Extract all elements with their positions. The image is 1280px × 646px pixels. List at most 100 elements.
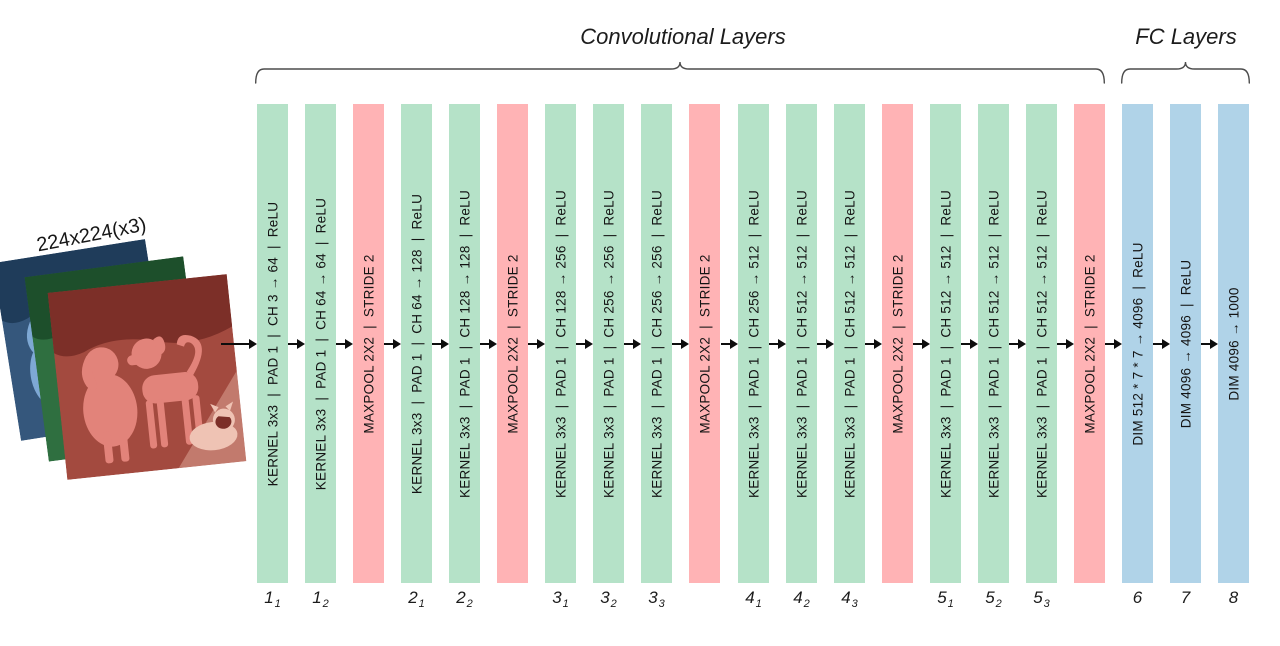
layer-index-number: 8 (1228, 588, 1239, 607)
layer-bar-32: KERNEL 3x3 | PAD 1 | CH 256 → 256 | ReLU (593, 104, 624, 583)
flow-arrow-icon (288, 338, 305, 349)
layer-bar-22: KERNEL 3x3 | PAD 1 | CH 128 → 128 | ReLU (449, 104, 480, 583)
layer-bar-text: DIM 4096 → 4096 | ReLU (1178, 259, 1193, 428)
layer-bar-text: KERNEL 3x3 | PAD 1 | CH 64 → 128 | ReLU (409, 193, 424, 494)
layer-index-subscript: 2 (322, 598, 329, 610)
layer-bar-7: DIM 4096 → 4096 | ReLU (1170, 104, 1201, 583)
layer-index-number: 3 (600, 588, 610, 607)
layer-bar-text: KERNEL 3x3 | PAD 1 | CH 512 → 512 | ReLU (794, 189, 809, 498)
layer-index-label: 31 (552, 588, 569, 610)
layer-index-label: 8 (1229, 588, 1238, 608)
layer-index-label: 41 (745, 588, 762, 610)
layer-bar-12: KERNEL 3x3 | PAD 1 | CH 64 → 64 | ReLU (305, 104, 336, 583)
layer-bar-text: KERNEL 3x3 | PAD 1 | CH 128 → 256 | ReLU (553, 189, 568, 498)
layer-index-subscript: 2 (466, 598, 473, 610)
layer-index-number: 1 (312, 588, 322, 607)
layer-bar-21: KERNEL 3x3 | PAD 1 | CH 64 → 128 | ReLU (401, 104, 432, 583)
flow-arrow-icon (528, 338, 545, 349)
layer-bar-text: KERNEL 3x3 | PAD 1 | CH 512 → 512 | ReLU (1034, 189, 1049, 498)
layer-index-label: 53 (1033, 588, 1050, 610)
layer-bar-33: KERNEL 3x3 | PAD 1 | CH 256 → 256 | ReLU (641, 104, 672, 583)
layer-bar-maxpool: MAXPOOL 2X2 | STRIDE 2 (353, 104, 384, 583)
layer-bar-11: KERNEL 3x3 | PAD 1 | CH 3 → 64 | ReLU (257, 104, 288, 583)
layer-index-subscript: 1 (418, 598, 425, 610)
layer-bar-text: KERNEL 3x3 | PAD 1 | CH 3 → 64 | ReLU (265, 201, 280, 486)
layer-bar-text: KERNEL 3x3 | PAD 1 | CH 512 → 512 | ReLU (842, 189, 857, 498)
flow-arrow-icon (336, 338, 353, 349)
layer-bar-text: KERNEL 3x3 | PAD 1 | CH 128 → 128 | ReLU (457, 189, 472, 498)
layer-index-label: 12 (312, 588, 329, 610)
layer-index-label: 43 (841, 588, 858, 610)
layer-index-subscript: 2 (995, 598, 1002, 610)
input-channel-red-image (47, 274, 247, 480)
layer-bar-maxpool: MAXPOOL 2X2 | STRIDE 2 (497, 104, 528, 583)
layer-index-subscript: 2 (610, 598, 617, 610)
flow-arrow-icon (1201, 338, 1218, 349)
layer-bar-51: KERNEL 3x3 | PAD 1 | CH 512 → 512 | ReLU (930, 104, 961, 583)
layer-bar-41: KERNEL 3x3 | PAD 1 | CH 256 → 512 | ReLU (738, 104, 769, 583)
layer-index-subscript: 3 (1043, 598, 1050, 610)
layer-bar-text: MAXPOOL 2X2 | STRIDE 2 (697, 253, 712, 434)
conv-layers-title: Convolutional Layers (580, 24, 786, 49)
layer-bar-text: KERNEL 3x3 | PAD 1 | CH 512 → 512 | ReLU (986, 189, 1001, 498)
layer-bar-maxpool: MAXPOOL 2X2 | STRIDE 2 (1074, 104, 1105, 583)
flow-arrow-icon (672, 338, 689, 349)
layer-bar-text: MAXPOOL 2X2 | STRIDE 2 (505, 253, 520, 434)
fc-layers-brace-icon (1121, 61, 1250, 85)
layer-index-label: 52 (985, 588, 1002, 610)
layer-bar-maxpool: MAXPOOL 2X2 | STRIDE 2 (882, 104, 913, 583)
flow-arrow-icon (721, 338, 738, 349)
flow-arrow-icon (1057, 338, 1074, 349)
flow-arrow-icon (432, 338, 449, 349)
layer-index-number: 4 (745, 588, 755, 607)
flow-arrow-icon (624, 338, 641, 349)
layer-index-label: 11 (264, 588, 281, 610)
flow-arrow-icon (384, 338, 401, 349)
flow-arrow-icon (817, 338, 834, 349)
layer-index-number: 5 (937, 588, 947, 607)
layer-bar-31: KERNEL 3x3 | PAD 1 | CH 128 → 256 | ReLU (545, 104, 576, 583)
layer-bar-text: KERNEL 3x3 | PAD 1 | CH 512 → 512 | ReLU (938, 189, 953, 498)
layer-bar-text: KERNEL 3x3 | PAD 1 | CH 256 → 256 | ReLU (649, 189, 664, 498)
flow-arrow-icon (865, 338, 882, 349)
layer-index-label: 6 (1133, 588, 1142, 608)
layer-index-number: 7 (1180, 588, 1191, 607)
layer-bar-text: MAXPOOL 2X2 | STRIDE 2 (361, 253, 376, 434)
layer-index-number: 3 (552, 588, 562, 607)
layer-bar-53: KERNEL 3x3 | PAD 1 | CH 512 → 512 | ReLU (1026, 104, 1057, 583)
layer-bar-text: KERNEL 3x3 | PAD 1 | CH 256 → 256 | ReLU (601, 189, 616, 498)
layer-bar-text: KERNEL 3x3 | PAD 1 | CH 256 → 512 | ReLU (746, 189, 761, 498)
layer-index-label: 21 (408, 588, 425, 610)
layer-bar-text: DIM 4096 → 1000 (1226, 286, 1241, 401)
layer-bar-text: KERNEL 3x3 | PAD 1 | CH 64 → 64 | ReLU (313, 197, 328, 490)
layer-index-label: 51 (937, 588, 954, 610)
layer-index-number: 2 (456, 588, 466, 607)
layer-bar-8: DIM 4096 → 1000 (1218, 104, 1249, 583)
conv-layers-brace-icon (255, 61, 1105, 85)
layer-bar-52: KERNEL 3x3 | PAD 1 | CH 512 → 512 | ReLU (978, 104, 1009, 583)
layer-index-subscript: 3 (658, 598, 665, 610)
flow-arrow-icon (221, 338, 257, 349)
flow-arrow-icon (1009, 338, 1026, 349)
layer-index-subscript: 3 (851, 598, 858, 610)
layer-index-number: 6 (1132, 588, 1143, 607)
layer-index-label: 32 (600, 588, 617, 610)
layer-bar-text: MAXPOOL 2X2 | STRIDE 2 (1082, 253, 1097, 434)
fc-layers-title: FC Layers (1135, 24, 1237, 49)
layer-index-subscript: 1 (947, 598, 954, 610)
flow-arrow-icon (769, 338, 786, 349)
layer-bar-6: DIM 512 * 7 * 7 → 4096 | ReLU (1122, 104, 1153, 583)
layer-index-number: 5 (985, 588, 995, 607)
layer-index-subscript: 1 (755, 598, 762, 610)
layer-bar-42: KERNEL 3x3 | PAD 1 | CH 512 → 512 | ReLU (786, 104, 817, 583)
layer-index-subscript: 1 (274, 598, 281, 610)
flow-arrow-icon (1153, 338, 1170, 349)
layer-index-number: 4 (841, 588, 851, 607)
layer-index-number: 2 (408, 588, 418, 607)
layer-index-label: 42 (793, 588, 810, 610)
layer-bar-text: MAXPOOL 2X2 | STRIDE 2 (890, 253, 905, 434)
layer-bar-text: DIM 512 * 7 * 7 → 4096 | ReLU (1130, 241, 1145, 446)
flow-arrow-icon (1105, 338, 1122, 349)
layer-index-subscript: 2 (803, 598, 810, 610)
